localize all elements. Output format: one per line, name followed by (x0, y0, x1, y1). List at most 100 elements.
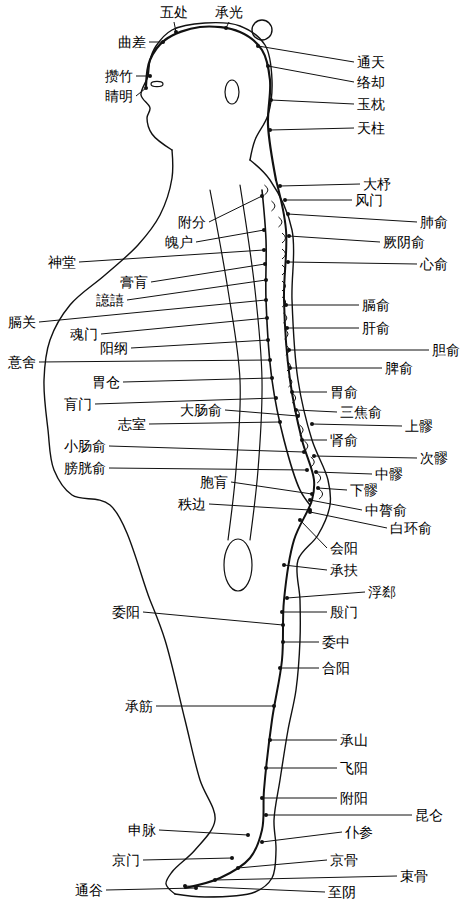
acupoint-label: 浮郄 (368, 584, 396, 600)
hand (224, 539, 252, 591)
acupoint-label: 三焦俞 (340, 404, 382, 420)
leader-line (310, 500, 362, 510)
acupoint-label: 申脉 (128, 822, 156, 838)
acupoint-label: 膏肓 (120, 274, 148, 290)
acupoint-label: 络却 (357, 74, 385, 90)
acupoint-label: 志室 (118, 416, 146, 432)
acupoint-label: 合阳 (322, 660, 350, 676)
leader-line (131, 340, 268, 348)
acupoint-label: 肓门 (64, 396, 92, 412)
acupoint-label: 中膂俞 (365, 502, 407, 518)
arm-outline (240, 185, 262, 540)
acupoint-label: 中髎 (375, 466, 403, 482)
acupoint-label: 委阳 (112, 604, 140, 620)
acupoint-label: 阳纲 (100, 340, 128, 356)
leader-line (149, 422, 280, 424)
leader-line (262, 798, 337, 799)
acupoint-label: 承筋 (125, 698, 153, 714)
leader-line (174, 22, 176, 32)
leader-line (266, 815, 412, 816)
leader-line (316, 472, 372, 474)
acupoint-label: 殷门 (330, 604, 358, 620)
acupoint-label: 攒竹 (105, 68, 133, 84)
leader-line (288, 262, 417, 264)
leader-line (318, 488, 347, 490)
leader-line (285, 200, 352, 201)
leader-line (106, 888, 196, 890)
acupoint-label: 京门 (112, 852, 140, 868)
meridian-line (185, 180, 314, 888)
vertebra (282, 233, 286, 243)
leader-line (238, 860, 327, 868)
acupoint-label: 下髎 (350, 482, 378, 498)
leader-line (286, 305, 359, 306)
leader-line (289, 236, 380, 242)
acupoint-label: 脾俞 (385, 360, 413, 376)
vertebra (319, 489, 323, 499)
acupoint-label: 意舍 (8, 354, 36, 370)
leader-line (290, 368, 382, 369)
leader-line (270, 740, 337, 741)
acupoint-label: 肺俞 (420, 214, 448, 230)
acupoint-label: 京骨 (330, 852, 358, 868)
acupoint-label: 次髎 (420, 450, 448, 466)
meridian-line (146, 26, 276, 180)
leader-line (185, 886, 325, 892)
acupoint-label: 秩边 (178, 496, 206, 512)
acupoint-label: 心俞 (420, 256, 448, 272)
leader-line (149, 42, 163, 43)
eye (151, 81, 163, 86)
acupoint-label: 膀胱俞 (64, 460, 106, 476)
acupoint-label: 大肠俞 (180, 402, 222, 418)
acupoint-label: 白环俞 (390, 520, 432, 536)
leader-line (289, 350, 429, 351)
leader-line (39, 360, 270, 362)
leader-line (300, 520, 327, 548)
ear (225, 80, 239, 104)
leader-line (209, 196, 262, 222)
acupoint-label: 膈俞 (362, 297, 390, 313)
leader-line (268, 66, 354, 82)
acupoint-label: 睛明 (105, 88, 133, 104)
leader-line (109, 446, 304, 452)
body-back-outline (175, 160, 331, 897)
vertebra (317, 473, 321, 483)
leader-line (231, 482, 312, 494)
acupoint-label: 神堂 (48, 254, 76, 270)
leader-line (292, 392, 327, 393)
leader-line (136, 76, 150, 77)
leader-line (225, 410, 298, 416)
hair-bun (252, 20, 272, 40)
acupoint-label: 玉枕 (357, 96, 385, 112)
acupoint-label: 天柱 (357, 120, 385, 136)
leader-line (196, 230, 264, 242)
leader-line (283, 642, 319, 643)
acupoint-label: 上髎 (405, 418, 433, 434)
acupoint-label: 通天 (357, 54, 385, 70)
acupoint-label: 胃俞 (330, 384, 358, 400)
acupoint-label: 风门 (355, 192, 383, 208)
acupoint-label: 附阳 (340, 790, 368, 806)
leader-line (156, 706, 274, 707)
leader-line (280, 668, 319, 669)
leader-line (280, 184, 360, 186)
leader-line (143, 612, 283, 625)
leader-line (258, 46, 354, 62)
leader-line (109, 468, 307, 470)
acupoint-label: 束骨 (400, 868, 428, 884)
leader-line (296, 410, 337, 412)
leader-line (266, 768, 337, 769)
leader-line (262, 832, 342, 842)
leader-line (287, 592, 365, 598)
vertebra (264, 185, 268, 195)
leader-line (284, 565, 327, 570)
acupoint-label: 魂门 (70, 326, 98, 342)
acupoint-label: 厥阴俞 (383, 234, 425, 250)
leader-line (287, 328, 359, 329)
acupoint-label: 附分 (178, 214, 206, 230)
leader-line (271, 100, 354, 104)
acupoint-label: 肝俞 (362, 320, 390, 336)
acupoint-label: 膈关 (8, 314, 36, 330)
